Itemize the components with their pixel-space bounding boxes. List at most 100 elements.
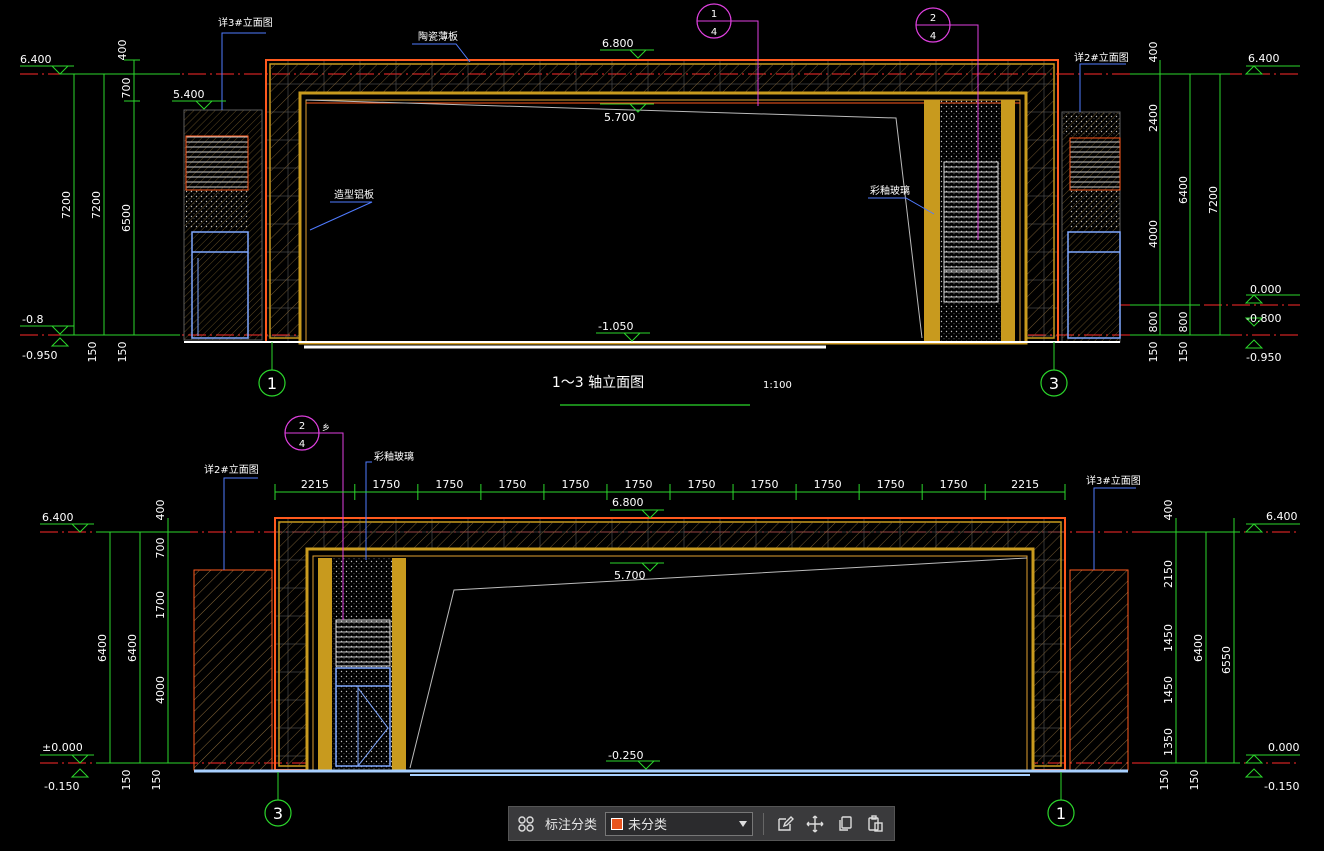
axis-label: 1: [1056, 804, 1066, 823]
move-icon[interactable]: [804, 813, 826, 835]
dimension-text: 400: [1162, 500, 1175, 521]
dimension-text: 2150: [1162, 560, 1175, 588]
level-text: 6.800: [602, 37, 634, 50]
category-select[interactable]: 未分类: [605, 811, 754, 836]
level-text: -1.050: [598, 320, 633, 333]
dimension-text: 7200: [90, 191, 103, 219]
dimension-text: 400: [116, 40, 129, 61]
dimension-text: 1700: [154, 591, 167, 619]
category-label: 标注分类: [545, 818, 598, 833]
span-dimension-text: 1750: [751, 478, 779, 491]
annotation-toolbar: 标注分类 未分类: [508, 806, 895, 841]
span-dimension-text: 1750: [435, 478, 463, 491]
span-dimension-text: 2215: [301, 478, 329, 491]
dimension-text: 150: [120, 770, 133, 791]
level-text: 0.000: [1268, 741, 1300, 754]
level-text: 5.400: [173, 88, 205, 101]
drawing-scale: 1:100: [763, 380, 792, 391]
level-text: 6.400: [1248, 52, 1280, 65]
level-text: 5.700: [614, 569, 646, 582]
dimension-text: 400: [1147, 42, 1160, 63]
annotation-see3: 详3#立面图: [1086, 474, 1141, 487]
category-value: 未分类: [628, 818, 668, 833]
dimension-text: 1450: [1162, 624, 1175, 652]
annotation-aluminum: 造型铝板: [334, 188, 374, 201]
span-dimension-text: 2215: [1011, 478, 1039, 491]
level-text: -0.150: [1264, 780, 1299, 793]
level-text: 6.400: [1266, 510, 1298, 523]
bubble-number: 2: [930, 13, 936, 24]
dimension-text: 150: [1188, 770, 1201, 791]
dimension-text: 150: [1177, 342, 1190, 363]
paste-icon[interactable]: [864, 813, 886, 835]
bubble-number: 1: [711, 9, 717, 20]
dimension-text: 6400: [126, 634, 139, 662]
chevron-down-icon: [739, 820, 748, 827]
dimension-text: 4000: [154, 676, 167, 704]
span-dimension-text: 1750: [498, 478, 526, 491]
level-text: ±0.000: [42, 741, 83, 754]
elevation-title: 1～3 轴立面图: [552, 375, 644, 391]
level-text: 6.800: [612, 496, 644, 509]
dimension-text: 6500: [120, 204, 133, 232]
span-dimension-text: 1750: [814, 478, 842, 491]
category-color-swatch: [611, 817, 624, 830]
dimension-text: 150: [1158, 770, 1171, 791]
span-dimension-text: 1750: [877, 478, 905, 491]
copy-icon[interactable]: [834, 813, 856, 835]
level-text: -0.150: [44, 780, 79, 793]
level-text: 6.400: [20, 53, 52, 66]
level-text: 0.000: [1250, 283, 1282, 296]
level-text: -0.950: [1246, 351, 1281, 364]
annotation-see2: 详2#立面图: [1074, 51, 1129, 64]
bubble-sheet: 4: [711, 27, 717, 38]
toolbar-divider: [763, 812, 765, 835]
dimension-text: 150: [1147, 342, 1160, 363]
bubble-sheet: 4: [930, 31, 936, 42]
span-dimension-text: 1750: [688, 478, 716, 491]
dimension-text: 7200: [1207, 186, 1220, 214]
dimension-text: 700: [154, 538, 167, 559]
dimension-text: 150: [116, 342, 129, 363]
dimension-text: 7200: [60, 191, 73, 219]
annotation-ceramic: 陶瓷薄板: [418, 30, 458, 43]
bubble-number: 2: [299, 421, 305, 432]
dimension-text: 2400: [1147, 104, 1160, 132]
dimension-text: 400: [154, 500, 167, 521]
level-text: -0.250: [608, 749, 643, 762]
dimension-text: 6400: [96, 634, 109, 662]
dimension-text: 4000: [1147, 220, 1160, 248]
dimension-text: 6550: [1220, 646, 1233, 674]
dimension-text: 700: [120, 78, 133, 99]
level-text: 6.400: [42, 511, 74, 524]
edit-icon[interactable]: [774, 813, 796, 835]
grid-icon[interactable]: [515, 813, 537, 835]
annotation-see3: 详3#立面图: [218, 16, 273, 29]
axis-label: 3: [273, 804, 283, 823]
sheet-mark: 乡: [322, 423, 330, 432]
annotation-glass: 彩釉玻璃: [374, 450, 414, 463]
span-dimension-text: 1750: [561, 478, 589, 491]
dimension-text: 1450: [1162, 676, 1175, 704]
dimension-text: 6400: [1177, 176, 1190, 204]
dimension-text: 800: [1177, 312, 1190, 333]
top-elevation: 1 3 1～3 轴立面图 1:100 1 4 2 4 详3#立面图 陶瓷薄板 造…: [20, 3, 1300, 406]
axis-label: 3: [1049, 374, 1059, 393]
span-dimension-text: 1750: [940, 478, 968, 491]
dimension-text: 1350: [1162, 728, 1175, 756]
dimension-text: 150: [86, 342, 99, 363]
level-text: -0.950: [22, 349, 57, 362]
annotation-see2: 详2#立面图: [204, 463, 259, 476]
dimension-text: 150: [150, 770, 163, 791]
level-text: -0.800: [1246, 312, 1281, 325]
annotation-glass: 彩釉玻璃: [870, 184, 910, 197]
dimension-text: 6400: [1192, 634, 1205, 662]
level-text: 5.700: [604, 111, 636, 124]
bottom-elevation: 3 1 2 4 乡 彩釉玻璃 详2#立面图 详3#立面图 2215 1750 175…: [40, 415, 1300, 827]
span-dimension-text: 1750: [624, 478, 652, 491]
level-text: -0.8: [22, 313, 43, 326]
span-dimension-text: 1750: [372, 478, 400, 491]
axis-label: 1: [267, 374, 277, 393]
bubble-sheet: 4: [299, 439, 305, 450]
